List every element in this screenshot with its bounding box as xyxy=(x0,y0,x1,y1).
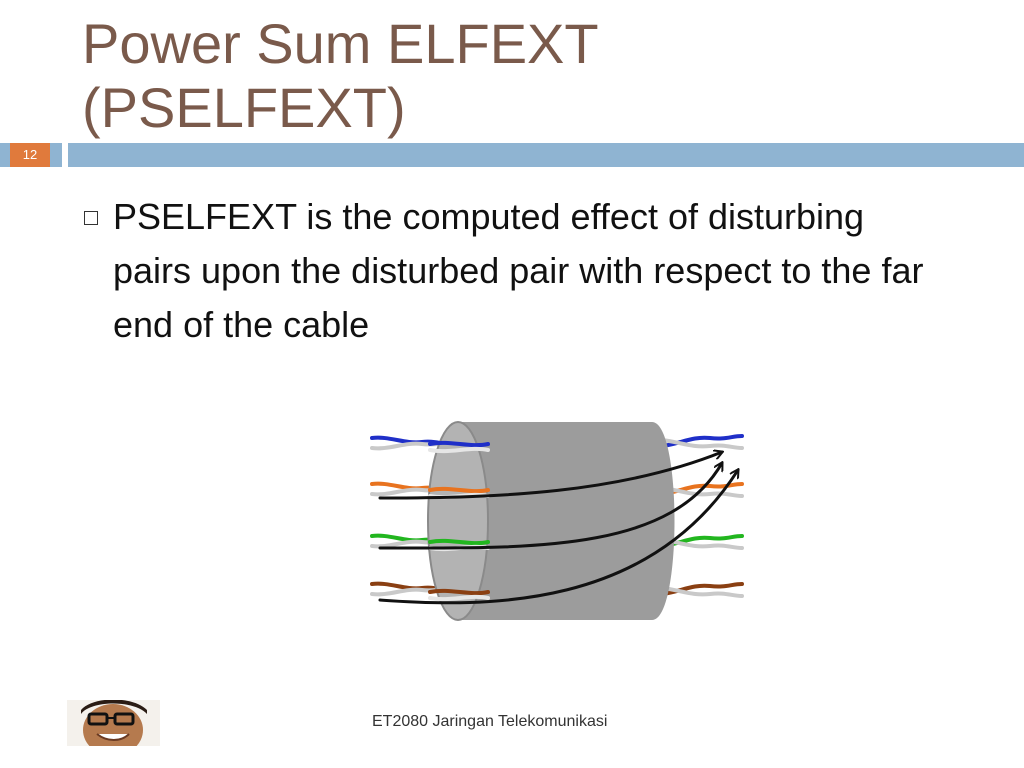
bullet-text: PSELFEXT is the computed effect of distu… xyxy=(113,196,924,345)
right-wire-pairs xyxy=(660,434,744,598)
slide-title: Power Sum ELFEXT (PSELFEXT) xyxy=(82,12,982,140)
twisted-pair-cable-diagram-icon xyxy=(370,421,744,621)
slide-number-badge: 12 xyxy=(10,143,50,167)
wires-inside-cable-end xyxy=(428,440,490,602)
title-line-1: Power Sum ELFEXT xyxy=(82,12,599,75)
cable-jacket xyxy=(427,421,675,621)
hollow-square-bullet-icon xyxy=(84,211,98,225)
header-bar-right xyxy=(68,143,1024,167)
bullet-item: PSELFEXT is the computed effect of distu… xyxy=(84,190,944,352)
footer-course-label: ET2080 Jaringan Telekomunikasi xyxy=(372,713,608,730)
presenter-photo-icon xyxy=(67,700,160,746)
crosstalk-arrows xyxy=(378,452,738,605)
title-line-2: (PSELFEXT) xyxy=(82,76,406,139)
